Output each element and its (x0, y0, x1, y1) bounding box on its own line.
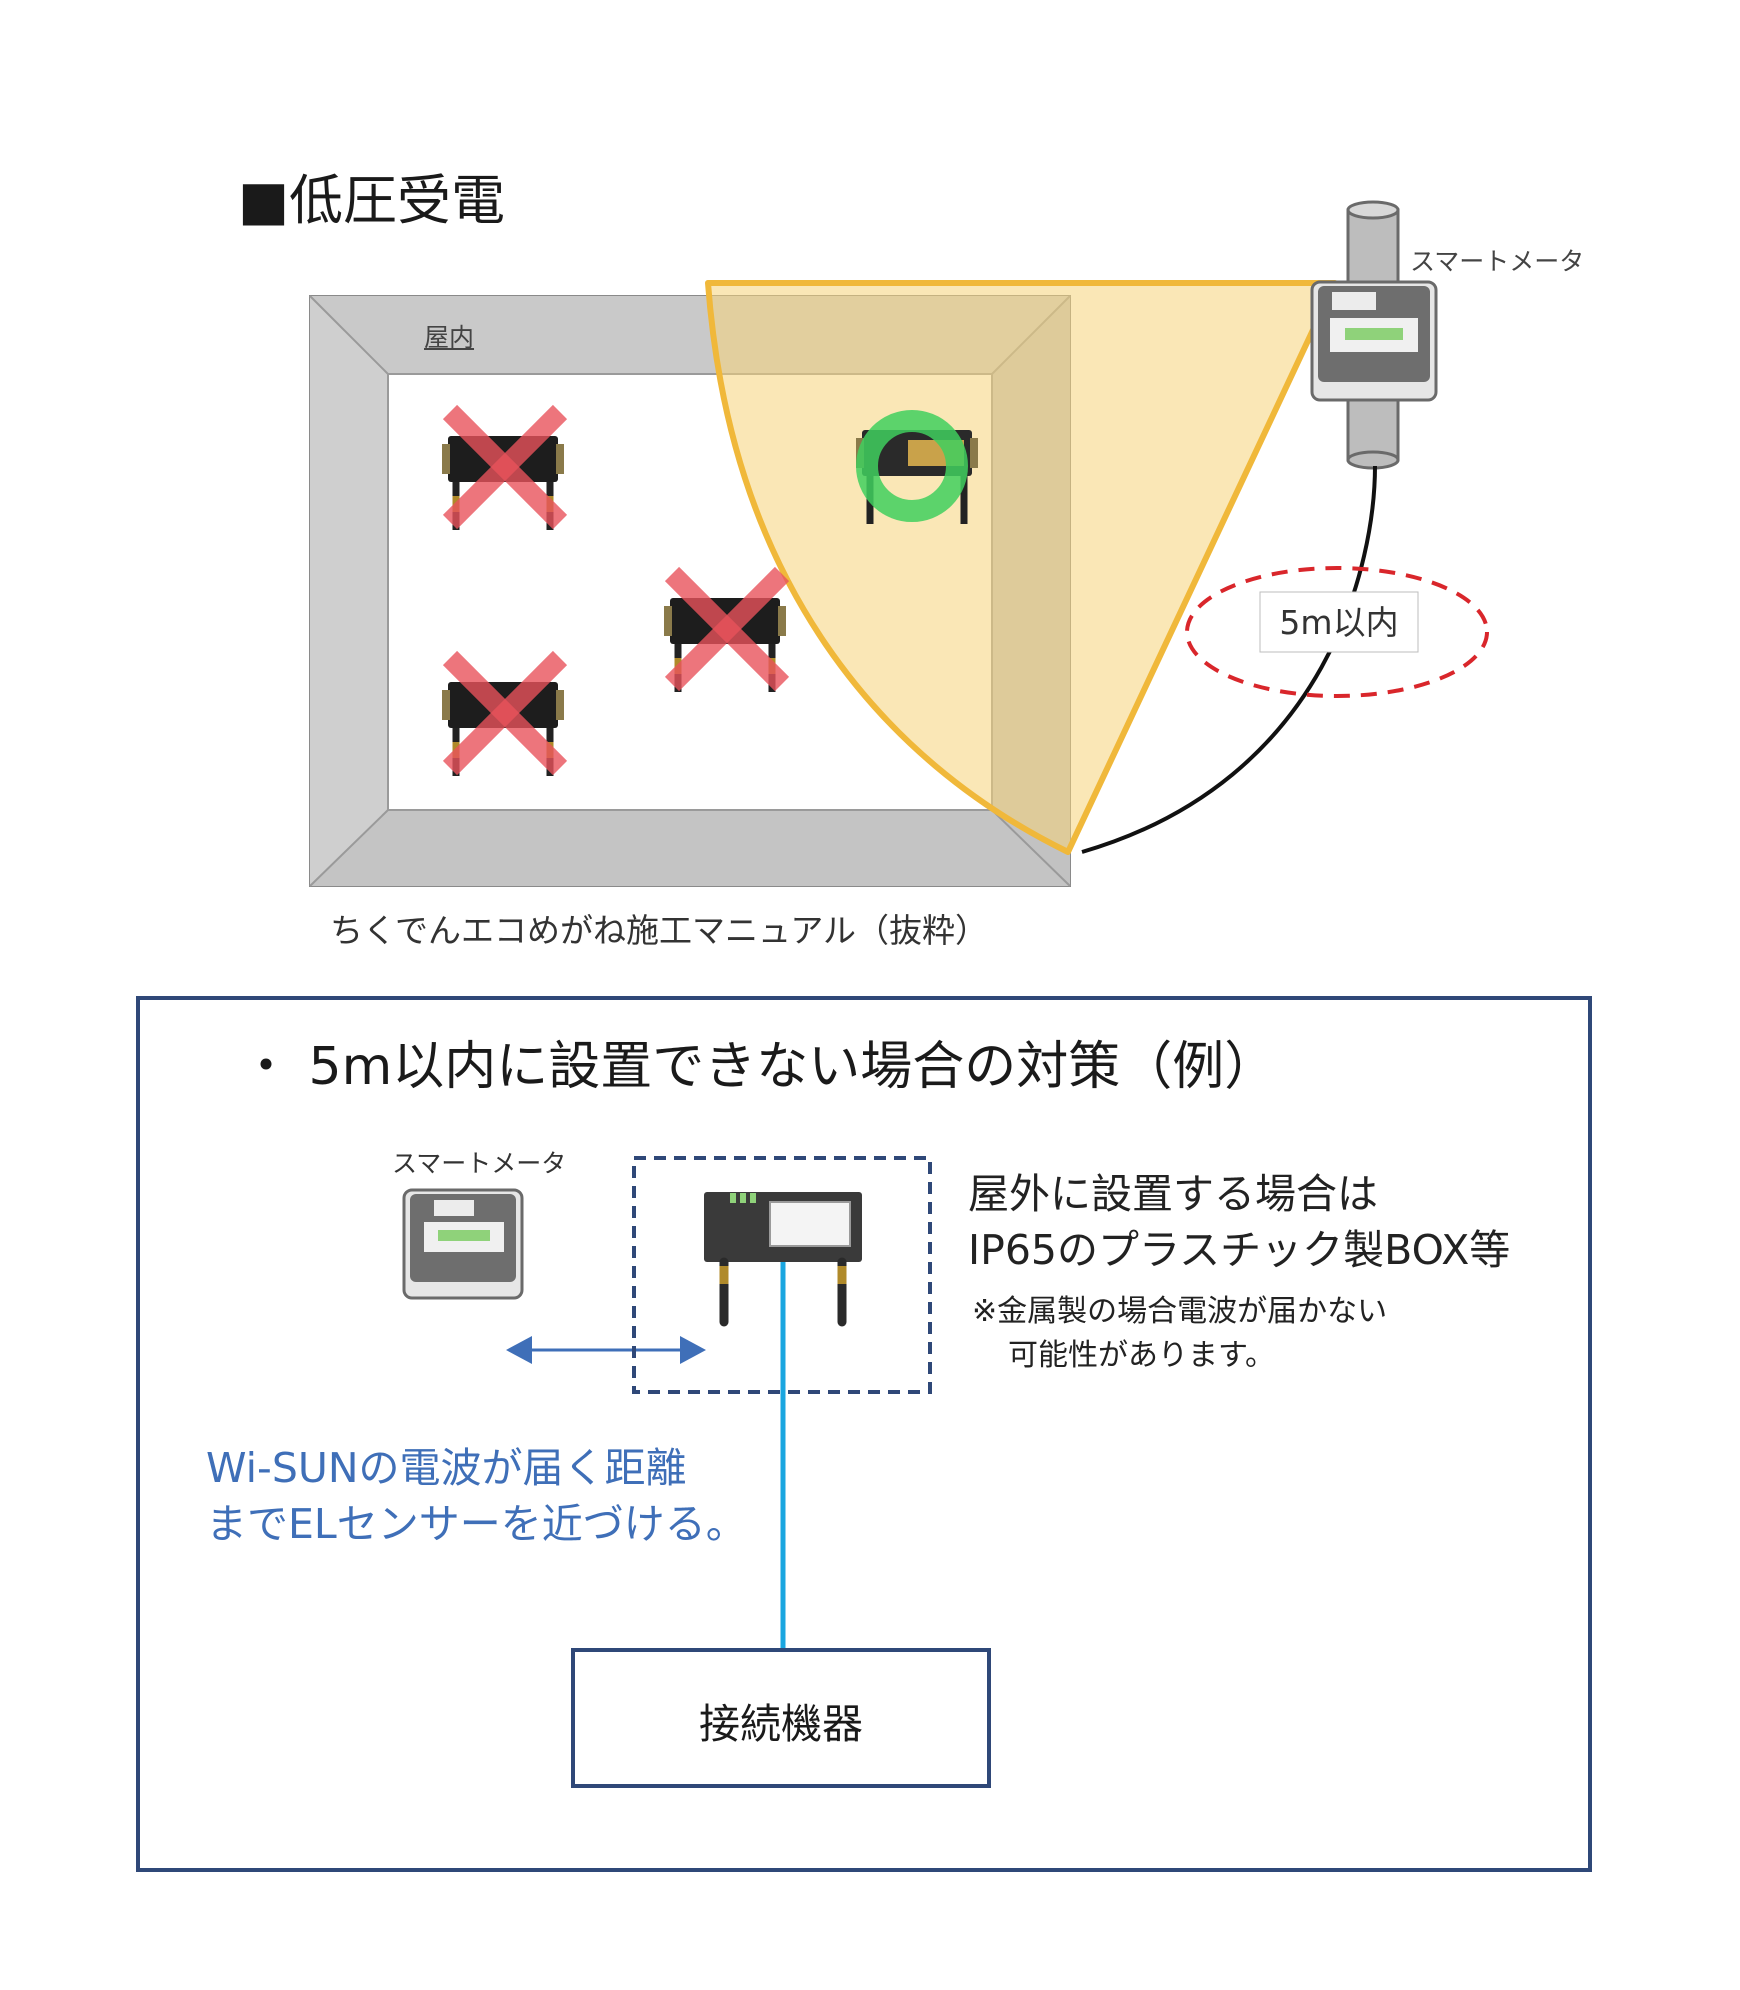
top-meter-label: スマートメータ (1410, 247, 1585, 276)
box-meter-label: スマートメータ (392, 1149, 567, 1178)
section-title: ■低圧受電 (238, 169, 506, 232)
outdoor-note-line2: IP65のプラスチック製BOX等 (968, 1226, 1511, 1274)
smart-meter-icon (402, 1188, 524, 1300)
wisun-note: Wi-SUNの電波が届く距離 までELセンサーを近づける。 (206, 1440, 747, 1552)
distance-label-box (1259, 591, 1419, 653)
connected-device-label: 接続機器 (699, 1700, 863, 1748)
distance-ellipse (1185, 566, 1489, 698)
meter-cable (1081, 465, 1377, 854)
ng-cross-icon (442, 404, 568, 530)
source-caption: ちくでんエコめがね施工マニュアル（抜粋） (330, 911, 989, 950)
wisun-note-line1: Wi-SUNの電波が届く距離 (206, 1444, 687, 1492)
wisun-note-line2: までELセンサーを近づける。 (206, 1500, 747, 1548)
outdoor-note: 屋外に設置する場合は IP65のプラスチック製BOX等 (968, 1166, 1510, 1278)
ok-circle-icon (856, 410, 968, 522)
plastic-box-enclosure (632, 1156, 932, 1394)
double-arrow-icon (506, 1336, 706, 1364)
outdoor-note-line1: 屋外に設置する場合は (968, 1170, 1378, 1218)
radio-coverage-area (705, 280, 1338, 855)
countermeasure-frame (136, 996, 1592, 1872)
countermeasure-title: ・ 5m以内に設置できない場合の対策（例） (240, 1037, 1277, 1097)
metal-note-line2: 可能性があります。 (1008, 1338, 1275, 1373)
distance-label: 5m以内 (1279, 603, 1399, 642)
connected-device-box (571, 1648, 991, 1788)
metal-note: ※金属製の場合電波が届かない 可能性があります。 (972, 1290, 1387, 1378)
sensor-device-icon (704, 1192, 862, 1327)
ng-cross-icon (442, 650, 568, 776)
smart-meter-icon (1310, 200, 1438, 470)
metal-note-line1: ※金属製の場合電波が届かない (972, 1294, 1388, 1329)
indoor-label: 屋内 (424, 323, 475, 352)
ng-cross-icon (664, 566, 790, 692)
